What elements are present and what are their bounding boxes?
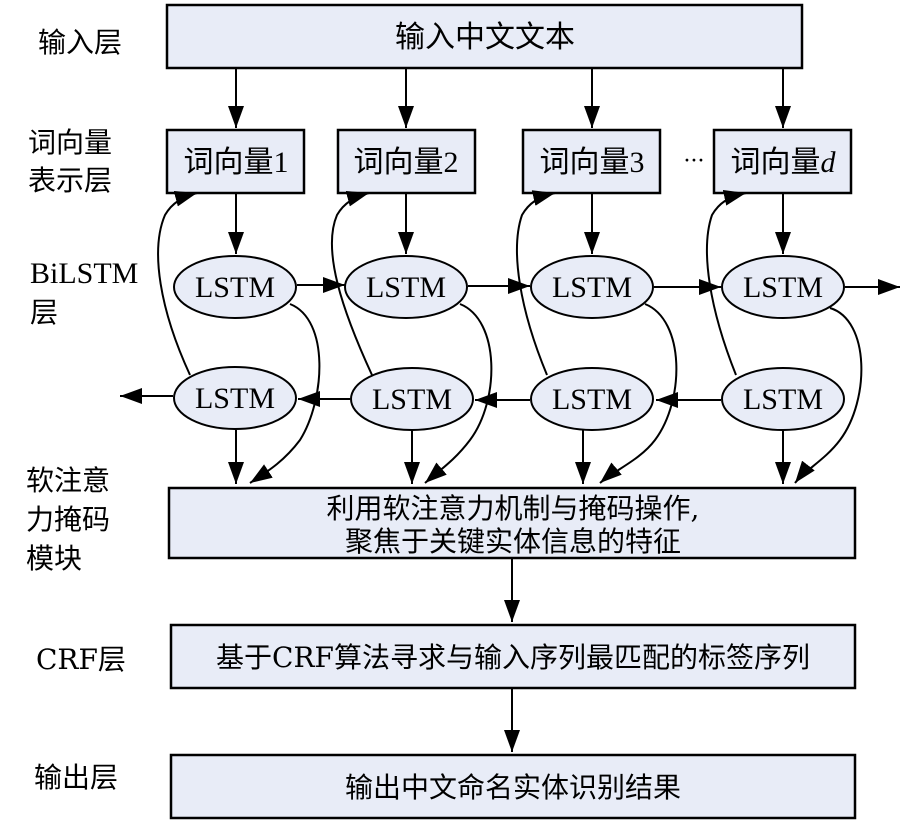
word-vector-d: 词向量d bbox=[712, 128, 853, 195]
svg-text:LSTM: LSTM bbox=[552, 383, 632, 416]
lstm-backward-d: LSTM bbox=[721, 367, 845, 431]
crf-box bbox=[169, 623, 857, 690]
label-crf-layer: CRF层 bbox=[36, 643, 126, 676]
lstm-backward-2: LSTM bbox=[350, 367, 474, 431]
label-output-layer: 输出层 bbox=[34, 761, 118, 794]
label-attention-module-line2: 力掩码 bbox=[26, 503, 110, 536]
ellipsis: ··· bbox=[684, 149, 705, 174]
label-attention-module-line3: 模块 bbox=[26, 542, 82, 575]
svg-text:LSTM: LSTM bbox=[195, 382, 275, 415]
attention-box-line2: 聚焦于关键实体信息的特征 bbox=[345, 525, 681, 558]
label-embedding-layer-line2: 表示层 bbox=[28, 164, 112, 197]
curve-backward1-to-vec1 bbox=[157, 190, 198, 376]
curve-backward3-to-vec3 bbox=[516, 190, 556, 376]
word-vector-3: 词向量3 bbox=[521, 128, 662, 195]
input-text-box bbox=[165, 3, 804, 70]
lstm-backward-1: LSTM bbox=[173, 366, 297, 430]
svg-text:LSTM: LSTM bbox=[743, 271, 823, 304]
svg-text:LSTM: LSTM bbox=[195, 271, 275, 304]
curve-forward3-to-attention bbox=[599, 303, 678, 484]
output-box-label: 输出中文命名实体识别结果 bbox=[345, 771, 681, 804]
svg-text:LSTM: LSTM bbox=[366, 271, 446, 304]
svg-text:LSTM: LSTM bbox=[372, 383, 452, 416]
input-text-box-label: 输入中文文本 bbox=[395, 20, 575, 55]
curve-forwardd-to-attention bbox=[794, 307, 863, 484]
svg-text:词向量3: 词向量3 bbox=[540, 145, 645, 180]
label-bilstm-layer-line2: 层 bbox=[30, 296, 58, 329]
svg-text:词向量1: 词向量1 bbox=[184, 145, 289, 180]
lstm-forward-2: LSTM bbox=[344, 255, 468, 319]
attention-mask-box bbox=[167, 486, 857, 560]
label-attention-module-line1: 软注意 bbox=[26, 464, 110, 497]
curve-forward2-to-attention bbox=[424, 303, 493, 484]
curve-forward1-to-attention bbox=[249, 303, 321, 484]
lstm-forward-3: LSTM bbox=[530, 255, 654, 319]
label-input-layer: 输入层 bbox=[38, 26, 122, 59]
label-bilstm-layer-line1: BiLSTM bbox=[30, 257, 138, 290]
svg-text:LSTM: LSTM bbox=[743, 383, 823, 416]
word-vector-2: 词向量2 bbox=[336, 128, 477, 195]
curve-backward2-to-vec2 bbox=[330, 190, 373, 376]
lstm-backward-3: LSTM bbox=[530, 367, 654, 431]
crf-box-label: 基于CRF算法寻求与输入序列最匹配的标签序列 bbox=[216, 641, 810, 674]
word-vector-1: 词向量1 bbox=[165, 128, 306, 195]
attention-box-line1: 利用软注意力机制与掩码操作, bbox=[327, 492, 700, 525]
svg-text:词向量2: 词向量2 bbox=[354, 145, 459, 180]
lstm-forward-1: LSTM bbox=[173, 255, 297, 319]
curve-backwardd-to-vecd bbox=[705, 189, 747, 376]
label-embedding-layer-line1: 词向量 bbox=[28, 126, 112, 159]
lstm-forward-d: LSTM bbox=[721, 255, 845, 319]
output-box bbox=[169, 753, 857, 820]
svg-text:词向量d: 词向量d bbox=[731, 145, 837, 180]
svg-text:LSTM: LSTM bbox=[552, 271, 632, 304]
